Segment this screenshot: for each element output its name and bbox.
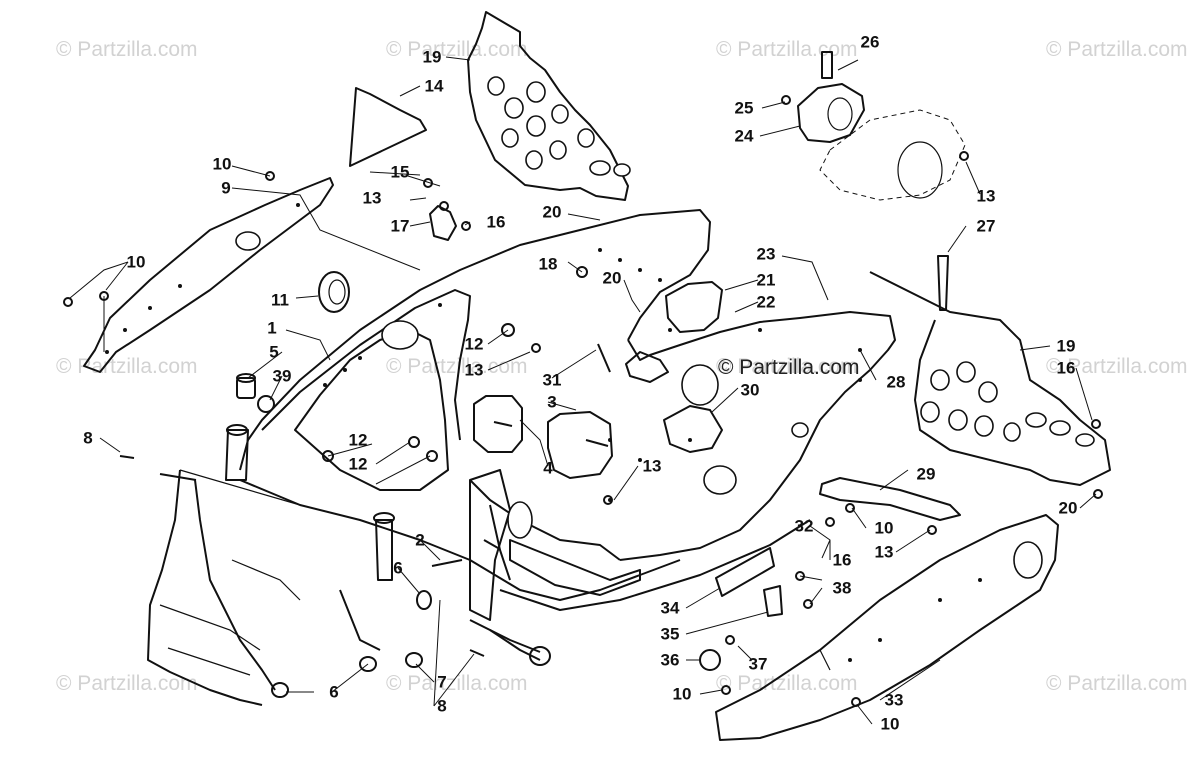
flap-part (349, 87, 427, 167)
bearing-flange-part (797, 51, 966, 201)
callout-label: 31 (542, 370, 562, 390)
upper-shield-part (467, 11, 631, 201)
callout-label: 35 (660, 624, 680, 644)
callout-label: 16 (1056, 358, 1076, 378)
callout-label: 25 (734, 98, 754, 118)
callout-label: 20 (542, 202, 562, 222)
callout-label: 21 (756, 270, 776, 290)
callout-label: 26 (860, 32, 880, 52)
watermark: © Partzilla.com (1046, 38, 1188, 61)
watermark: © Partzilla.com (386, 672, 528, 695)
callout-label: 10 (672, 684, 692, 704)
watermark: © Partzilla.com (1046, 672, 1188, 695)
callout-label: 8 (437, 696, 447, 716)
callout-label: 13 (464, 360, 484, 380)
callout-label: 16 (486, 212, 506, 232)
callout-label: 27 (976, 216, 996, 236)
callout-label: 17 (390, 216, 410, 236)
callout-label: 11 (271, 290, 289, 310)
watermark: © Partzilla.com (386, 38, 528, 61)
callout-label: 34 (660, 598, 680, 618)
callout-label: 12 (348, 454, 368, 474)
callout-label: 10 (874, 518, 894, 538)
callout-label: 32 (794, 516, 814, 536)
center-watermark: © Partzilla.com (718, 356, 860, 379)
cross-brace-part (819, 477, 961, 521)
watermark: © Partzilla.com (386, 355, 528, 378)
right-shield-part (869, 271, 1111, 486)
callout-label: 10 (126, 252, 146, 272)
watermark: © Partzilla.com (1046, 355, 1188, 378)
callout-label: 20 (602, 268, 622, 288)
callout-label: 6 (393, 558, 403, 578)
callout-label: 12 (464, 334, 484, 354)
callout-label: 10 (212, 154, 232, 174)
watermark: © Partzilla.com (56, 672, 198, 695)
callout-label: 28 (886, 372, 906, 392)
callout-label: 9 (221, 178, 231, 198)
callout-label: 15 (390, 162, 410, 182)
callout-label: 20 (1058, 498, 1078, 518)
main-frame-part (147, 209, 896, 706)
callout-label: 7 (437, 672, 447, 692)
callout-label: 18 (538, 254, 558, 274)
callout-label: 2 (415, 530, 425, 550)
watermark: © Partzilla.com (716, 672, 858, 695)
watermark: © Partzilla.com (56, 355, 198, 378)
callout-label: 29 (916, 464, 936, 484)
leader-lines (69, 56, 1097, 725)
right-rail-part (715, 514, 1059, 741)
callout-label: 19 (422, 47, 442, 67)
callout-label: 16 (832, 550, 852, 570)
callout-label: 3 (547, 392, 557, 412)
watermark: © Partzilla.com (56, 38, 198, 61)
callout-label: 13 (642, 456, 662, 476)
grommet-part (318, 271, 350, 313)
callout-label: 33 (884, 690, 904, 710)
callout-label: 30 (740, 380, 760, 400)
callout-label: 10 (880, 714, 900, 734)
callout-label: 4 (543, 458, 553, 478)
left-rail-part (83, 177, 334, 373)
callout-label: 23 (756, 244, 776, 264)
callout-label: 5 (269, 342, 279, 362)
callout-label: 14 (424, 76, 444, 96)
callout-label: 38 (832, 578, 852, 598)
callout-label: 6 (329, 682, 339, 702)
callout-label: 13 (362, 188, 382, 208)
callout-label: 39 (272, 366, 292, 386)
front-plate-part (509, 539, 641, 596)
callout-label: 37 (748, 654, 768, 674)
callout-label: 12 (348, 430, 368, 450)
callout-label: 8 (83, 428, 93, 448)
callout-label: 19 (1056, 336, 1076, 356)
callout-label: 13 (976, 186, 996, 206)
callout-label: 13 (874, 542, 894, 562)
callout-label: 22 (756, 292, 776, 312)
fasteners (63, 95, 1103, 707)
callout-label: 1 (267, 318, 277, 338)
watermark: © Partzilla.com (716, 355, 858, 378)
callout-label: 24 (734, 126, 754, 146)
callout-label: 36 (660, 650, 680, 670)
